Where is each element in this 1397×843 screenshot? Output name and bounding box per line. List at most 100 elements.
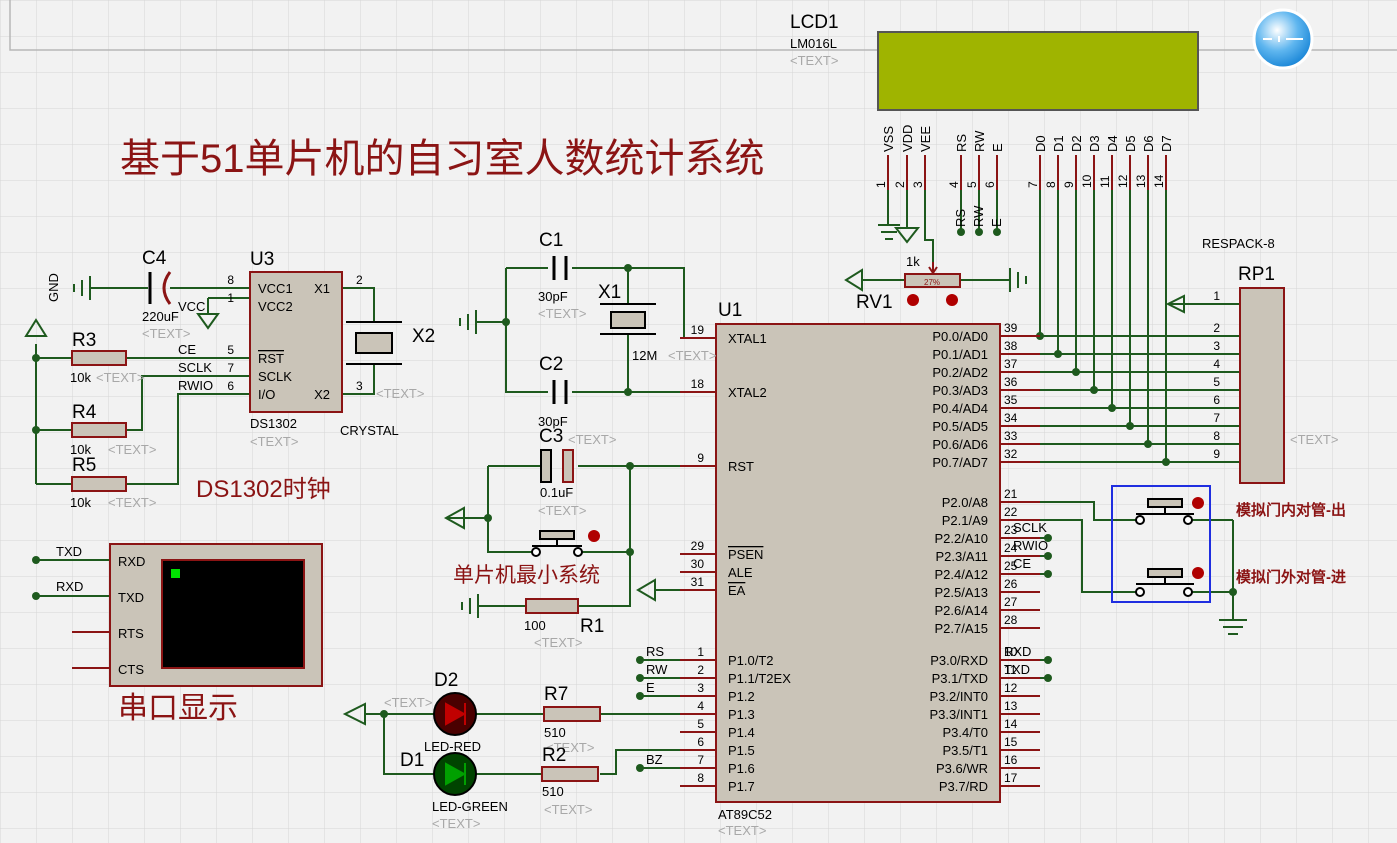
- door-in-button[interactable]: [1135, 497, 1204, 525]
- mcu-component[interactable]: U1 AT89C52 <TEXT> RS RW E BZ SCLK RWIO C…: [646, 300, 1048, 838]
- mcu-pin-number: 24: [1004, 541, 1018, 555]
- mcu-pin-number: 12: [1004, 681, 1018, 695]
- d1-component[interactable]: D1 LED-GREEN <TEXT>: [400, 750, 508, 831]
- r2-component[interactable]: R2 510 <TEXT>: [541, 745, 599, 817]
- rp1-pin-number: 4: [1213, 357, 1220, 371]
- lcd-pin-number: 2: [893, 181, 907, 188]
- mcu-pins: 19XTAL118XTAL29RST29PSEN30ALE31EA1P1.0/T…: [680, 321, 1040, 794]
- r5-ref: R5: [72, 455, 96, 476]
- rtc-pin-label: X1: [314, 281, 330, 296]
- lcd-pin-label: VDD: [900, 125, 915, 152]
- door-out-button[interactable]: [1135, 567, 1204, 597]
- lcd-value: LM016L: [790, 36, 837, 51]
- rv1-percent: 27%: [924, 278, 940, 287]
- r7-text-placeholder: <TEXT>: [546, 740, 594, 755]
- c4-text-placeholder: <TEXT>: [142, 326, 190, 341]
- c3-component[interactable]: C3 0.1uF <TEXT>: [538, 426, 586, 518]
- reset-button-indicator-icon[interactable]: [588, 530, 600, 542]
- lcd-component[interactable]: LCD1 LM016L <TEXT> VSS1VDD2VEE3RS4RW5E6D…: [790, 12, 1199, 227]
- rtc-net-ce: CE: [178, 342, 196, 357]
- x1-symbol: [600, 303, 656, 335]
- serial-terminal[interactable]: RXD TXD RTS CTS TXD RXD: [56, 543, 323, 687]
- mcu-pin-number: 2: [697, 663, 704, 677]
- mcu-pin-number: 36: [1004, 375, 1018, 389]
- lcd-pin-number: 10: [1080, 174, 1094, 188]
- d2-component[interactable]: D2 <TEXT> LED-RED: [384, 670, 481, 754]
- c4-value: 220uF: [142, 309, 179, 324]
- mcu-pin-label: P2.2/A10: [935, 531, 989, 546]
- mcu-pin-number: 25: [1004, 559, 1018, 573]
- mcu-pin-label: P0.0/AD0: [932, 329, 988, 344]
- mcu-ref: U1: [718, 300, 742, 321]
- mcu-pin-number: 8: [697, 771, 704, 785]
- c1-component[interactable]: C1 30pF <TEXT>: [538, 230, 586, 321]
- rp1-text-placeholder: <TEXT>: [1290, 432, 1338, 447]
- lcd-pin-label: D1: [1051, 135, 1066, 152]
- wires: [35, 190, 1240, 775]
- rtc-pin-label: SCLK: [258, 369, 292, 384]
- mcu-pin-label: P3.5/T1: [942, 743, 988, 758]
- r4-component[interactable]: R4 10k <TEXT>: [70, 402, 156, 457]
- lcd-net-e: E: [989, 218, 1004, 227]
- reset-button[interactable]: [531, 530, 600, 557]
- mcu-pin-label: P3.0/RXD: [930, 653, 988, 668]
- door-out-contact-left: [1135, 587, 1145, 597]
- mcu-pin-label: P3.6/WR: [936, 761, 988, 776]
- r1-component[interactable]: 100 R1 <TEXT>: [524, 598, 604, 650]
- c1-plates: [552, 256, 568, 280]
- r7-value: 510: [544, 725, 566, 740]
- c1-text-placeholder: <TEXT>: [538, 306, 586, 321]
- rv1-component[interactable]: 1k 27% RV1: [856, 254, 961, 313]
- r7-component[interactable]: R7 510 <TEXT>: [543, 684, 601, 755]
- door-out-indicator-icon[interactable]: [1192, 567, 1204, 579]
- r5-component[interactable]: R5 10k <TEXT>: [70, 455, 156, 510]
- lcd-pin-label: D0: [1033, 135, 1048, 152]
- rtc-pin-number: 5: [227, 343, 234, 357]
- mcu-pin-number: 22: [1004, 505, 1018, 519]
- mcu-pin-label: P0.5/AD5: [932, 419, 988, 434]
- mcu-pin-label: P0.2/AD2: [932, 365, 988, 380]
- r5-value: 10k: [70, 495, 91, 510]
- door-sensor-highlight-box: [1111, 485, 1211, 603]
- lcd-pin-number: 12: [1116, 174, 1130, 188]
- c2-component[interactable]: C2 30pF <TEXT>: [538, 354, 616, 447]
- floating-bubble-icon[interactable]: [1252, 8, 1314, 70]
- lcd-pin-number: 8: [1044, 181, 1058, 188]
- lcd-pin-label: D4: [1105, 135, 1120, 152]
- c2-ref: C2: [539, 354, 563, 375]
- d2-diode-icon: [445, 702, 467, 726]
- c3-ref: C3: [539, 426, 563, 447]
- x1-component[interactable]: X1 12M: [598, 282, 657, 363]
- c4-component[interactable]: C4 220uF <TEXT> GND: [46, 248, 190, 341]
- mcu-pin-label: P1.5: [728, 743, 755, 758]
- lcd-pin-label: RW: [972, 130, 987, 152]
- mcu-pin-number: 18: [691, 377, 705, 391]
- reset-contact-right: [573, 547, 583, 557]
- door-in-indicator-icon[interactable]: [1192, 497, 1204, 509]
- r3-component[interactable]: R3 10k <TEXT>: [70, 330, 144, 385]
- c2-plates: [552, 380, 568, 404]
- rtc-pin-number: 8: [227, 273, 234, 287]
- mcu-pin-number: 35: [1004, 393, 1018, 407]
- floating-assistant-button[interactable]: [1252, 8, 1314, 70]
- lcd-pin-number: 1: [874, 181, 888, 188]
- mcu-pin-number: 5: [697, 717, 704, 731]
- mcu-pin-number: 31: [691, 575, 705, 589]
- rtc-pin-number: 6: [227, 379, 234, 393]
- lcd-pin-number: 13: [1134, 174, 1148, 188]
- mcu-pin-number: 13: [1004, 699, 1018, 713]
- mcu-net-sclk: SCLK: [1013, 520, 1047, 535]
- mcu-pin-number: 34: [1004, 411, 1018, 425]
- rv1-power-arrow-icon: [844, 268, 863, 292]
- rv1-decrement-icon[interactable]: [907, 294, 919, 306]
- mcu-pin-number: 37: [1004, 357, 1018, 371]
- c4-ref: C4: [142, 248, 167, 269]
- rtc-value: DS1302: [250, 416, 297, 431]
- d2-text-placeholder: <TEXT>: [384, 695, 432, 710]
- rtc-component[interactable]: U3 DS1302 <TEXT> 8VCC11VCC25RST7SCLK6I/O…: [178, 249, 363, 449]
- rv1-increment-icon[interactable]: [946, 294, 958, 306]
- lcd-pin-label: D7: [1159, 135, 1174, 152]
- mcu-net-ce: CE: [1013, 556, 1031, 571]
- x2-component[interactable]: X2 CRYSTAL <TEXT>: [340, 321, 435, 438]
